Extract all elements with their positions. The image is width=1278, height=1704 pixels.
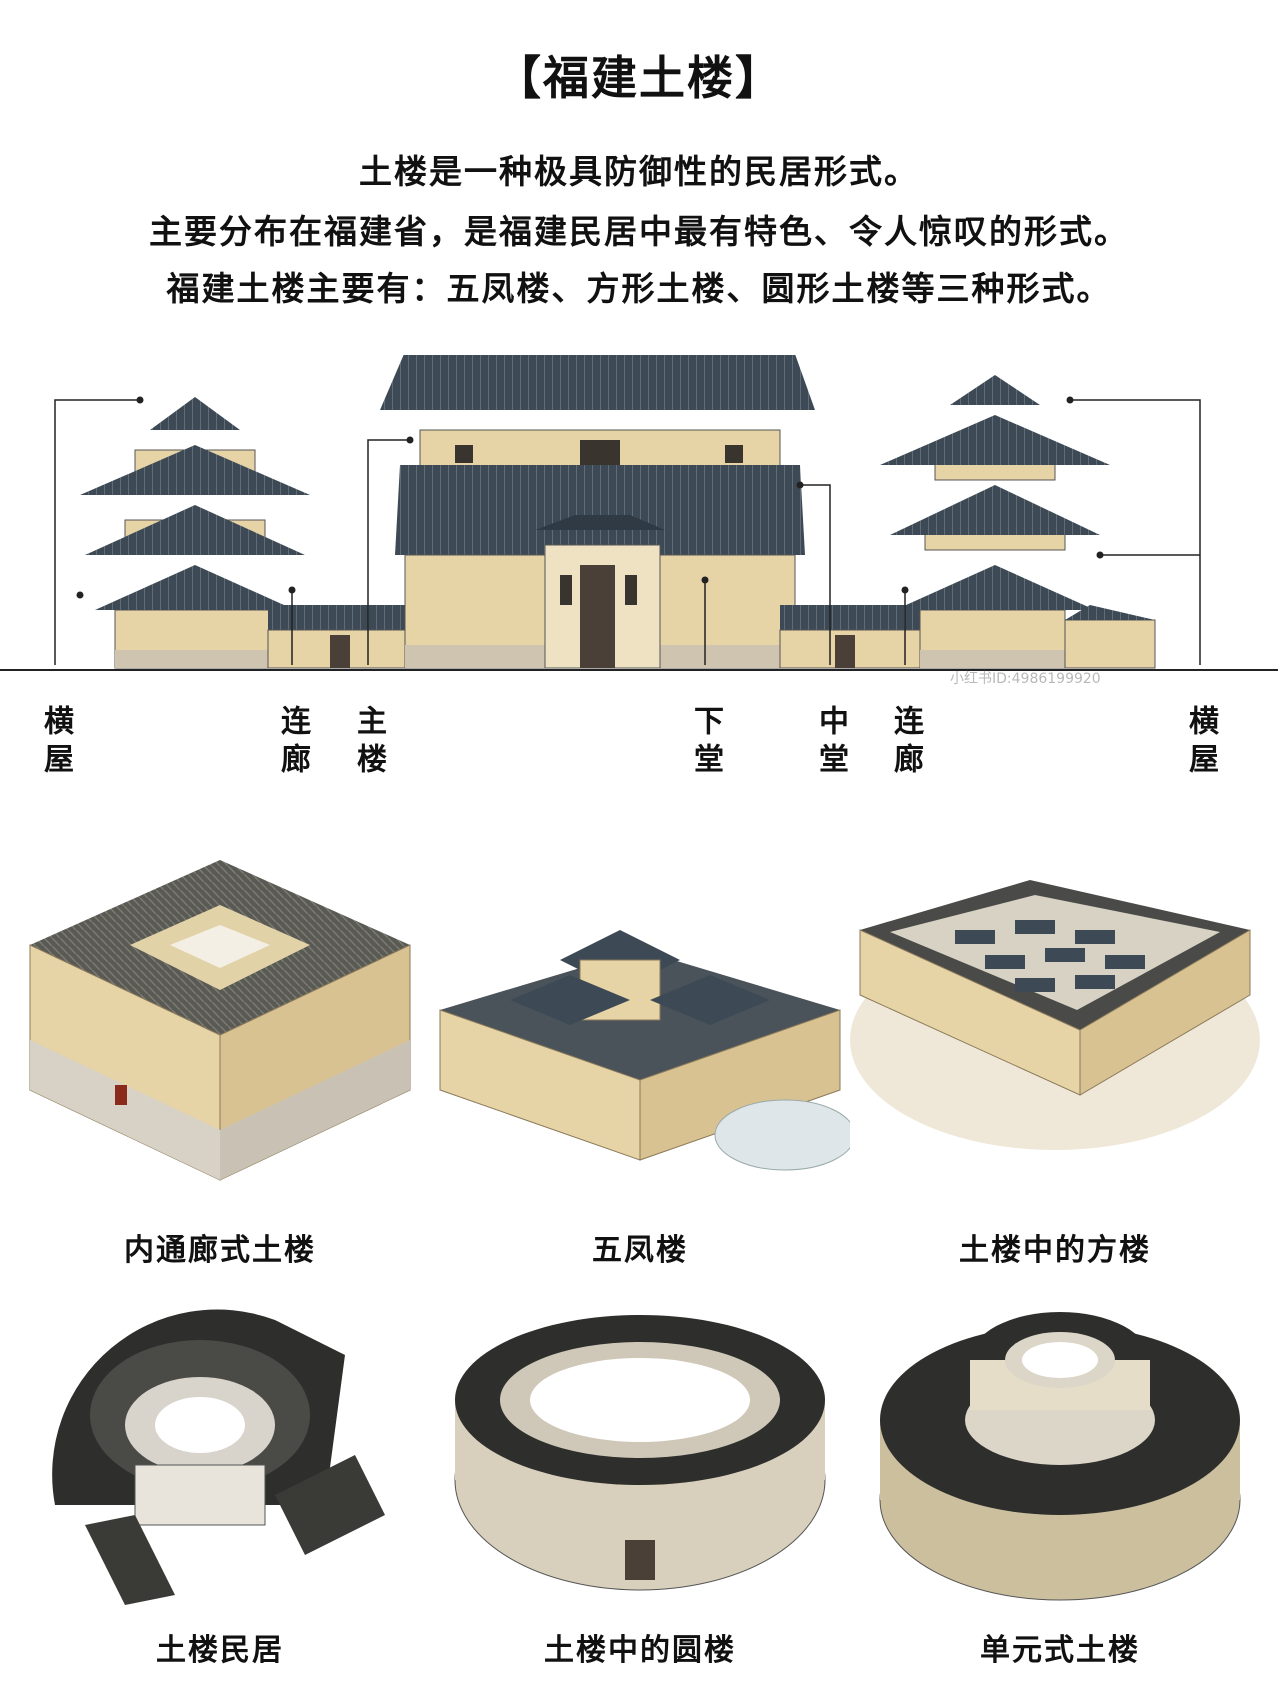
caption-unit-style-tulou: 单元式土楼 bbox=[980, 1633, 1140, 1668]
leader-dots bbox=[76, 396, 1104, 599]
tulou-elevation-drawing bbox=[0, 355, 1278, 671]
tulou-dwelling-image bbox=[52, 1309, 385, 1605]
main-building bbox=[380, 355, 815, 669]
caption-round-tulou: 土楼中的圆楼 bbox=[544, 1633, 736, 1668]
right-corridor bbox=[779, 605, 921, 669]
intro-line-1: 土楼是一种极具防御性的民居形式。 bbox=[359, 152, 919, 191]
label-corridor-left: 连廊 bbox=[275, 705, 310, 781]
leader-lines bbox=[54, 399, 1201, 665]
left-side-house bbox=[80, 397, 310, 669]
page-title: 【福建土楼】 bbox=[495, 51, 783, 105]
caption-tulou-dwelling: 土楼民居 bbox=[156, 1633, 284, 1668]
caption-inner-corridor-tulou: 内通廊式土楼 bbox=[124, 1233, 316, 1268]
unit-style-tulou-image bbox=[879, 1312, 1241, 1601]
caption-five-phoenix-building: 五凤楼 bbox=[592, 1233, 688, 1268]
inner-corridor-tulou-image bbox=[29, 860, 411, 1181]
intro-line-2: 主要分布在福建省，是福建民居中最有特色、令人惊叹的形式。 bbox=[149, 212, 1129, 251]
label-main-building: 主楼 bbox=[351, 705, 386, 781]
caption-square-tulou: 土楼中的方楼 bbox=[959, 1233, 1151, 1268]
left-corridor bbox=[267, 605, 409, 669]
round-tulou-image bbox=[454, 1315, 826, 1591]
label-lower-hall: 下堂 bbox=[688, 705, 723, 781]
label-side-house-right: 横屋 bbox=[1183, 705, 1218, 781]
watermark: 小红书ID:4986199920 bbox=[950, 671, 1101, 687]
intro-line-3: 福建土楼主要有：五凤楼、方形土楼、圆形土楼等三种形式。 bbox=[166, 269, 1112, 308]
right-side-house bbox=[880, 375, 1156, 669]
label-corridor-right: 连廊 bbox=[888, 705, 923, 781]
label-middle-hall: 中堂 bbox=[813, 705, 848, 781]
square-tulou-image bbox=[850, 880, 1260, 1150]
label-side-house-left: 横屋 bbox=[38, 705, 73, 781]
five-phoenix-building-image bbox=[439, 930, 850, 1171]
